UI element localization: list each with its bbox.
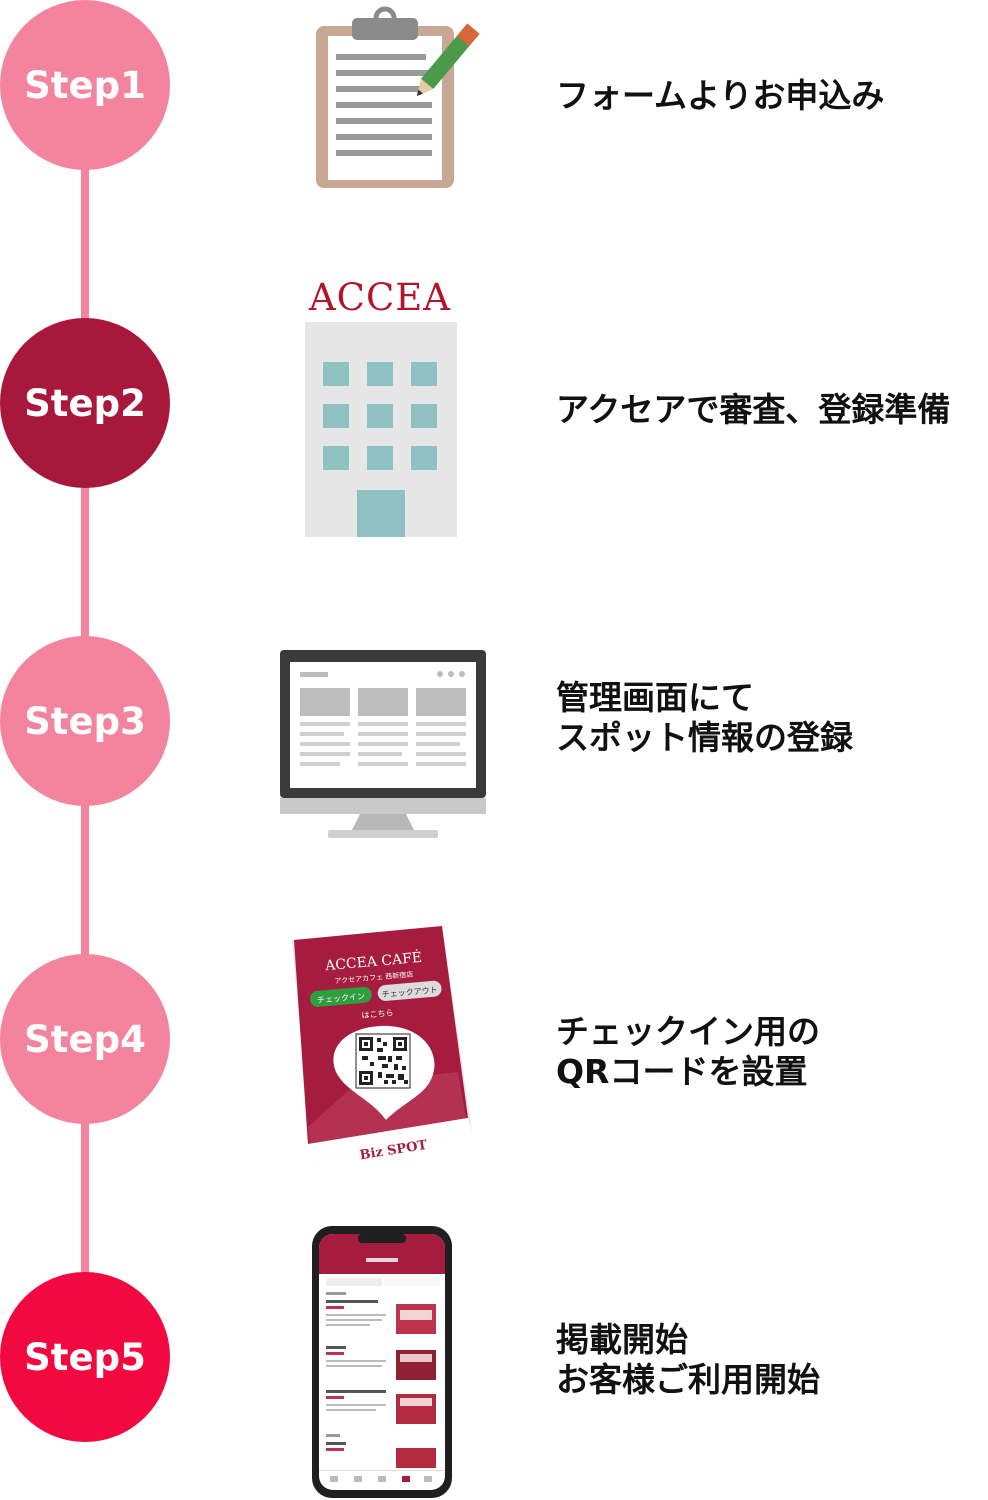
building-icon	[305, 322, 457, 537]
step-3-badge: Step3	[0, 636, 170, 806]
clipboard-icon	[316, 6, 480, 188]
step-2-line-1: アクセアで審査、登録準備	[556, 390, 951, 429]
accea-logo: ACCEA	[308, 276, 452, 319]
step-4-line-2: QRコードを設置	[556, 1052, 808, 1091]
stand-checkin: チェックイン	[317, 992, 366, 1005]
step-4-label: Step4	[24, 1017, 146, 1061]
step-1-line-1: フォームよりお申込み	[556, 76, 885, 115]
qr-stand-icon: ACCEA CAFÉ アクセアカフェ 西新宿店 チェックイン チェックアウト は…	[292, 926, 472, 1163]
step-1-badge: Step1	[0, 0, 170, 170]
step-5-text: 掲載開始 お客様ご利用開始	[556, 1320, 820, 1400]
step-5-line-2: お客様ご利用開始	[556, 1360, 820, 1399]
step-3-line-2: スポット情報の登録	[556, 718, 853, 757]
step-4-text: チェックイン用の QRコードを設置	[556, 1012, 820, 1092]
step-4-line-1: チェックイン用の	[556, 1012, 820, 1051]
step-1-label: Step1	[24, 63, 146, 107]
step-1-text: フォームよりお申込み	[556, 76, 884, 116]
step-2-badge: Step2	[0, 318, 170, 488]
qr-code	[355, 1033, 411, 1089]
step-5-badge: Step5	[0, 1272, 170, 1442]
step-5-line-1: 掲載開始	[556, 1320, 688, 1359]
step-2-text: アクセアで審査、登録準備	[556, 390, 950, 430]
step-2-label: Step2	[24, 381, 146, 425]
step-4-badge: Step4	[0, 954, 170, 1124]
smartphone-icon	[312, 1226, 452, 1498]
step-3-label: Step3	[24, 699, 146, 743]
step-3-text: 管理画面にて スポット情報の登録	[556, 678, 853, 758]
step-5-label: Step5	[24, 1335, 146, 1379]
stand-prompt: はこちら	[361, 1008, 394, 1020]
monitor-icon	[280, 650, 486, 838]
step-3-line-1: 管理画面にて	[556, 678, 754, 717]
